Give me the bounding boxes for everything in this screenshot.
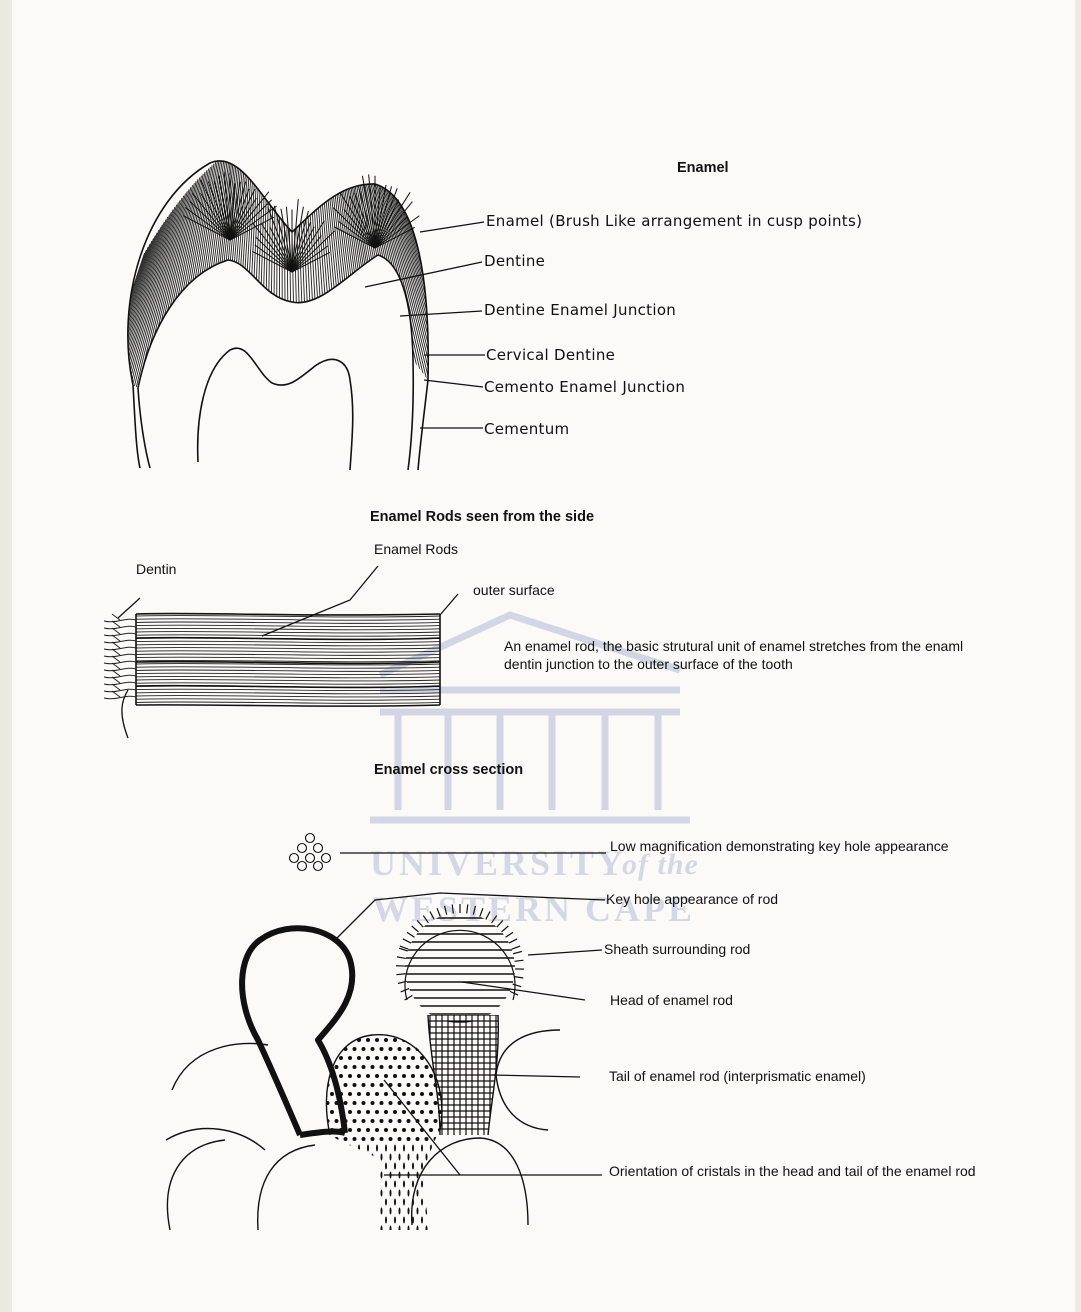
cross-section-title: Enamel cross section <box>374 762 523 778</box>
label-cementum: Cementum <box>484 420 569 438</box>
enamel-hatching <box>65 67 489 493</box>
label-tail: Tail of enamel rod (interprismatic ename… <box>609 1068 866 1084</box>
label-low-magnification: Low magnification demonstrating key hole… <box>610 838 949 854</box>
label-outer-surface: outer surface <box>473 582 555 598</box>
rods-side-title: Enamel Rods seen from the side <box>370 509 594 525</box>
pulp-chamber <box>198 348 353 470</box>
label-orientation: Orientation of cristals in the head and … <box>609 1163 976 1179</box>
rod-head-lines <box>400 918 520 1022</box>
label-cemento-enamel-junction: Cemento Enamel Junction <box>484 378 685 396</box>
label-head: Head of enamel rod <box>610 992 733 1008</box>
tooth-title: Enamel <box>677 160 729 176</box>
label-sheath: Sheath surrounding rod <box>604 941 750 957</box>
low-magnification-cluster <box>290 834 331 871</box>
label-dentine: Dentine <box>484 252 545 270</box>
label-key-hole: Key hole appearance of rod <box>606 891 778 907</box>
dentin-tubules <box>104 614 136 699</box>
rod-circles <box>166 1030 560 1230</box>
label-dentin: Dentin <box>136 561 176 577</box>
label-enamel: Enamel (Brush Like arrangement in cusp p… <box>486 212 862 230</box>
tooth-outline <box>128 161 428 385</box>
label-cervical-dentine: Cervical Dentine <box>486 346 615 364</box>
label-enamel-rods: Enamel Rods <box>374 541 458 557</box>
rod-striations <box>136 616 440 704</box>
dentine-enamel-junction <box>138 255 413 388</box>
label-dentine-enamel-junction: Dentine Enamel Junction <box>484 301 676 319</box>
rod-description: An enamel rod, the basic strutural unit … <box>504 637 994 673</box>
